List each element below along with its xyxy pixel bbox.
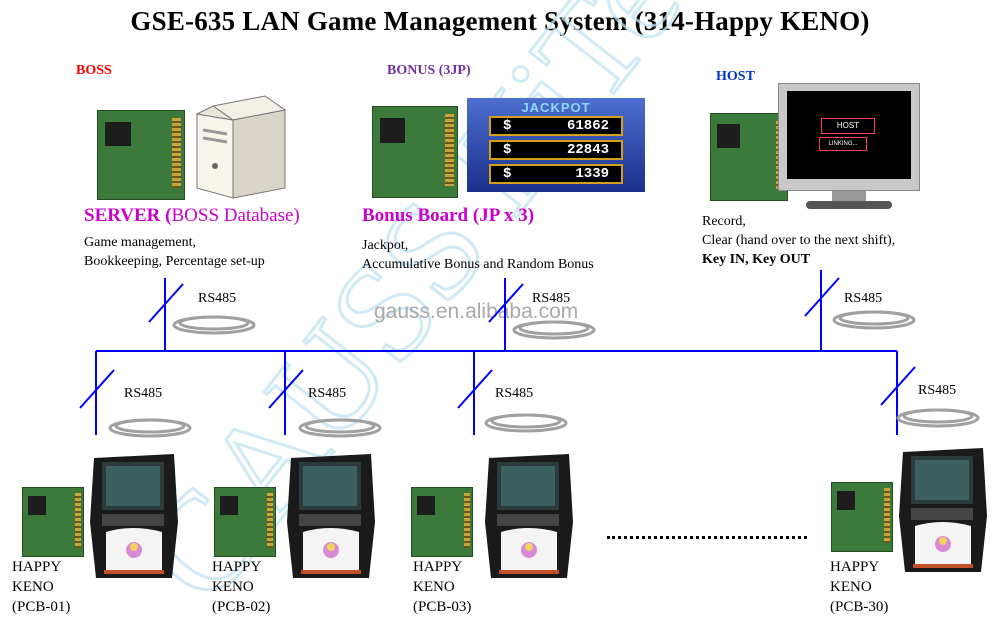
terminal-label-line: KENO: [12, 579, 54, 595]
pcb03-rs485-label: RS485: [495, 386, 534, 401]
boss-slash: [148, 283, 184, 323]
jackpot-row-value: 1339: [575, 166, 609, 182]
bonus-slash: [488, 283, 524, 323]
bonus-rs485-label: RS485: [532, 291, 571, 306]
jackpot-row-sign: $: [503, 166, 512, 182]
boss-desc-line: Game management,: [84, 235, 196, 250]
more-terminals-ellipsis: [607, 536, 807, 539]
pcb01-slash: [79, 369, 115, 409]
server-label: SERVER (BOSS Database): [84, 205, 300, 227]
jackpot-row-value: 22843: [566, 142, 609, 158]
terminal-label: HAPPY KENO (PCB-03): [413, 557, 471, 617]
terminal-label-line: (PCB-03): [413, 599, 472, 615]
pcb01-rs485-label: RS485: [124, 386, 163, 401]
jackpot-row-sign: $: [503, 118, 512, 134]
terminal-label-line: (PCB-01): [12, 599, 71, 615]
terminal-label-line: (PCB-02): [212, 599, 271, 615]
jackpot-row-sign: $: [503, 142, 512, 158]
bonus-role-label: BONUS (3JP): [387, 63, 471, 78]
terminal-label-line: KENO: [413, 579, 455, 595]
host-monitor-screen: HOST LINKING...: [787, 91, 911, 179]
server-label-bold: SERVER (: [84, 205, 172, 226]
jackpot-row: $ 22843: [489, 140, 623, 160]
jackpot-title: JACKPOT: [521, 100, 591, 115]
host-screen-box: HOST: [821, 118, 875, 134]
terminal-label-line: HAPPY: [12, 559, 62, 575]
boss-rs485-label: RS485: [198, 291, 237, 306]
pcb02-rs485-label: RS485: [308, 386, 347, 401]
bonus-board-label: Bonus Board (JP x 3): [362, 205, 535, 226]
bonus-description: Jackpot, Accumulative Bonus and Random B…: [362, 236, 594, 274]
terminal-pcb-image: [22, 487, 84, 557]
page-title: GSE-635 LAN Game Management System (314-…: [130, 6, 870, 36]
terminal-label-line: KENO: [212, 579, 254, 595]
monitor-stand: [832, 191, 866, 201]
bonus-pcb-image: [372, 106, 458, 198]
host-desc-line: Record,: [702, 214, 746, 229]
terminal-label: HAPPY KENO (PCB-01): [12, 557, 70, 617]
host-slash: [804, 277, 840, 317]
host-screen-box: LINKING...: [819, 137, 867, 151]
host-rs485-label: RS485: [844, 291, 883, 306]
keno-cabinet-icon: [90, 454, 178, 578]
host-role-label: HOST: [716, 69, 755, 84]
jackpot-row-value: 61862: [566, 118, 609, 134]
site-watermark: gauss.en.alibaba.com: [374, 300, 579, 323]
boss-desc-line: Bookkeeping, Percentage set-up: [84, 254, 265, 269]
cable-icons: [108, 310, 980, 438]
pcb03-slash: [457, 369, 493, 409]
host-description: Record, Clear (hand over to the next shi…: [702, 212, 895, 269]
pcb30-slash: [880, 366, 916, 406]
pcb02-slash: [268, 369, 304, 409]
keno-cabinet-icon: [287, 454, 375, 578]
host-pcb-image: [710, 113, 788, 201]
keno-cabinet-icon: [485, 454, 573, 578]
host-desc-line: Key IN, Key OUT: [702, 252, 811, 267]
keno-cabinet-icon: [899, 448, 987, 572]
boss-role-label: BOSS: [76, 63, 112, 78]
jackpot-row: $ 1339: [489, 164, 623, 184]
terminal-label-line: KENO: [830, 579, 872, 595]
terminal-pcb-image: [831, 482, 893, 552]
host-monitor-icon: HOST LINKING...: [778, 83, 920, 191]
jackpot-row: $ 61862: [489, 116, 623, 136]
terminal-label-line: HAPPY: [212, 559, 262, 575]
terminal-label: HAPPY KENO (PCB-30): [830, 557, 888, 617]
bonus-desc-line: Jackpot,: [362, 238, 409, 253]
pcb30-rs485-label: RS485: [918, 383, 957, 398]
terminal-label-line: HAPPY: [830, 559, 880, 575]
server-label-rest: BOSS Database): [171, 205, 300, 226]
boss-description: Game management, Bookkeeping, Percentage…: [84, 233, 265, 271]
bonus-desc-line: Accumulative Bonus and Random Bonus: [362, 257, 594, 272]
terminal-pcb-image: [214, 487, 276, 557]
terminal-label-line: HAPPY: [413, 559, 463, 575]
jackpot-display: JACKPOT $ 61862 $ 22843 $ 1339: [467, 98, 645, 192]
server-computer-icon: [195, 95, 287, 199]
boss-pcb-image: [97, 110, 185, 200]
host-desc-line: Clear (hand over to the next shift),: [702, 233, 896, 248]
terminal-label: HAPPY KENO (PCB-02): [212, 557, 270, 617]
monitor-base: [806, 201, 892, 209]
terminal-label-line: (PCB-30): [830, 599, 889, 615]
terminal-pcb-image: [411, 487, 473, 557]
